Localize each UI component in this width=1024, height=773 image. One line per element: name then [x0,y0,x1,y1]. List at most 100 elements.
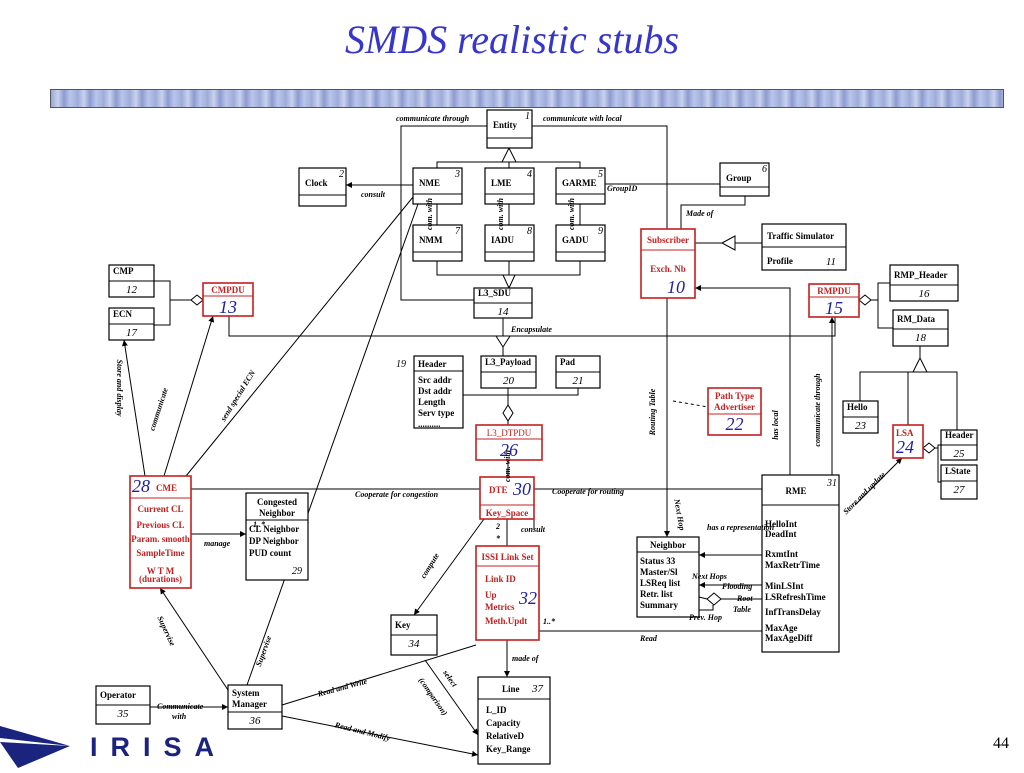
edge [532,125,668,229]
class-field: Previous CL [136,520,184,530]
edge [877,300,893,329]
class-name: Header [418,359,447,369]
edge [281,644,477,706]
class-trafficsim [761,223,847,271]
label-with: with [172,712,187,721]
class-clock [298,167,347,207]
class-field: Capacity [486,718,521,728]
class-name: Subscriber [647,235,689,245]
class-name: Entity [493,120,518,130]
class-name: RMPDU [817,286,851,296]
class-field: Retr. list [640,589,673,599]
class-field: SampleTime [136,548,184,558]
class-number: 8 [527,226,532,237]
class-field: Dst addr [418,386,452,396]
class-field: Exch. Nb [650,264,686,274]
class-number: 37 [531,683,544,695]
class-field: Length [418,397,446,407]
label-table: Table [733,605,751,614]
edge [672,400,709,408]
edge [871,282,890,301]
edge [937,448,941,483]
class-name: GADU [562,235,589,245]
label-com-with-3: com. with [567,197,576,230]
edge [154,280,171,326]
class-number: 20 [503,375,515,387]
class-iadu [484,224,535,262]
class-number: 14 [498,306,510,318]
class-name: ISSI Link Set [481,552,533,562]
class-number: 13 [219,297,237,317]
class-rmpdu [808,283,860,318]
class-header19 [413,355,464,429]
class-field: RxmtInt [765,549,798,559]
label-star: * [496,534,501,543]
class-number: 29 [292,566,302,577]
class-number: 17 [126,327,138,339]
class-name: Neighbor [650,540,686,550]
class-name: Path Type [715,391,754,401]
class-number: 24 [896,437,914,457]
class-name: RM_Data [897,314,935,324]
class-rmdata [892,309,949,347]
class-name: ECN [113,309,133,319]
edge [508,388,579,396]
class-field: Src addr [418,375,452,385]
class-field: RelativeD [486,731,524,741]
class-name: RME [786,486,807,496]
class-number: 25 [954,448,966,460]
edge [424,659,479,736]
class-number: 16 [919,288,931,300]
label-next-hops: Next Hops [691,572,727,581]
label-groupid: GroupID [607,184,637,193]
class-name: L3_SDU [478,288,512,298]
class-field: MaxRetrTime [765,560,820,570]
class-issi [475,545,540,641]
label-store-update: Store and update [841,470,887,516]
class-sysmgr [227,684,283,730]
class-field: Param. smooth [131,534,190,544]
class-name: Group [726,173,751,183]
class-name: Key [395,620,411,630]
class-name: Clock [305,178,328,188]
edge [935,444,941,449]
class-cme [129,475,192,589]
class-name: RMP_Header [894,270,947,280]
class-lsa [892,424,924,459]
edge [400,125,487,301]
connector-lines [121,125,958,757]
class-garme [555,167,606,205]
logo-text: IRISA [90,732,228,762]
class-field: Master/Sl [640,567,678,577]
class-field: Profile [767,256,793,266]
class-number: 7 [455,226,461,237]
inherit-triangle [501,146,517,163]
class-name: Manager [232,699,267,709]
slide-title: SMDS realistic stubs [344,17,680,62]
label-next-hop: Next Hop [672,497,687,531]
label-comm-with: Communicate [157,702,204,711]
class-name: Congested [257,497,297,507]
edge [185,196,414,477]
label-consult2: consult [521,525,546,534]
class-congested-neighbor [245,492,309,581]
class-name: Pad [560,357,575,367]
class-number: 5 [598,169,603,180]
class-number: 21 [573,375,584,387]
class-number: 1 [525,111,530,122]
class-field: MinLSInt [765,581,804,591]
class-number: 2 [339,169,344,180]
agg-diamond [706,592,722,606]
agg-diamond [858,294,872,306]
class-name: Traffic Simulator [767,231,834,241]
class-name: GARME [562,178,597,188]
agg-diamond [190,294,204,306]
class-number: 3 [454,169,460,180]
label-manage: manage [204,539,231,548]
class-neighbor [636,536,700,618]
label-made-of2: made of [512,654,540,663]
class-name: Header [945,430,974,440]
label-supervise2: Supervise [254,634,274,668]
class-name: Neighbor [259,508,295,518]
